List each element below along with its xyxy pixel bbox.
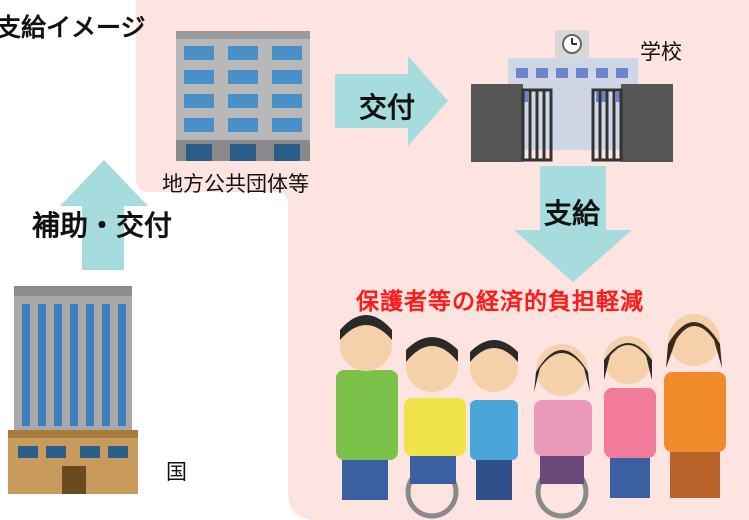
school-label: 学校 [640,40,682,64]
arrow-hojo-kofu-label: 補助・交付 [32,209,173,242]
burden-reduction-label: 保護者等の経済的負担軽減 [356,289,644,315]
arrow-kofu-label: 交付 [359,91,416,124]
arrow-shikyu-label: 支給 [544,197,601,230]
page-title: 支給イメージ [0,13,146,42]
arrow-kofu [335,56,448,146]
arrow-hojo-kofu [60,160,148,270]
local-government-label: 地方公共団体等 [162,172,309,196]
country-label: 国 [166,460,187,484]
arrow-shikyu [514,166,632,282]
